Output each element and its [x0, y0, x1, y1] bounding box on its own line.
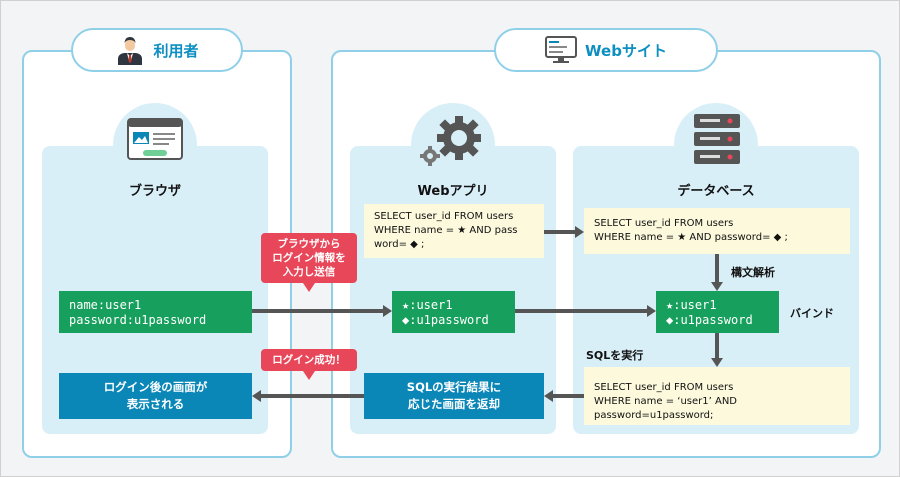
user-area-title: 利用者 [153, 41, 199, 60]
send-credentials-bubble: ブラウザから ログイン情報を 入力し送信 [261, 233, 357, 283]
arrow-webapp-to-database [515, 309, 648, 313]
webapp-return: SQLの実行結果に 応じた画面を返却 [364, 373, 544, 419]
browser-credentials: name:user1 password:u1password [59, 291, 252, 333]
diamond-param: ◆:u1password [402, 313, 489, 327]
arrow-head [575, 226, 584, 238]
star-param: ★:user1 [402, 298, 453, 312]
login-success-bubble: ログイン成功！ [261, 349, 357, 371]
sql-line: SELECT user_id FROM users [594, 218, 734, 229]
bubble-line: ログイン情報を [272, 252, 346, 264]
sql-line: WHERE name = ★ AND password= ◆ ; [594, 232, 788, 243]
arrow-execute [715, 333, 719, 359]
businessman-icon [118, 37, 143, 65]
arrow-head [711, 282, 723, 291]
database-params: ★:user1 ◆:u1password [656, 291, 779, 333]
database-title: データベース [677, 184, 755, 199]
return-line: SQLの実行結果に [406, 380, 502, 394]
browser-window-icon [127, 118, 183, 160]
result-line: ログイン後の画面が [103, 380, 208, 394]
browser-result: ログイン後の画面が 表示される [59, 373, 252, 419]
website-pill: Webサイト [494, 28, 718, 72]
database-sql-template: SELECT user_id FROM users WHERE name = ★… [584, 208, 850, 254]
arrow-parse [715, 254, 719, 283]
webapp-params: ★:user1 ◆:u1password [392, 291, 515, 333]
return-line: 応じた画面を返却 [408, 397, 500, 411]
parse-label: 構文解析 [731, 266, 775, 279]
result-line: 表示される [126, 397, 185, 411]
sql-line: SELECT user_id FROM users [374, 211, 514, 222]
sql-line: WHERE name = ★ AND pass [374, 225, 518, 236]
arrow-head [647, 305, 656, 317]
password-value: password:u1password [69, 313, 207, 327]
arrow-head [383, 305, 392, 317]
bubble-line: 入力し送信 [282, 266, 336, 278]
arrow-head [544, 390, 553, 402]
sql-line: SELECT user_id FROM users [594, 382, 734, 393]
sql-line: WHERE name = ‘user1’ AND password=u1pass… [594, 396, 737, 421]
arrow-head [711, 358, 723, 367]
webapp-sql-template: SELECT user_id FROM users WHERE name = ★… [364, 204, 544, 258]
arrow-webapp-to-browser [261, 394, 364, 398]
bubble-line: ログイン成功！ [272, 354, 346, 366]
user-pill: 利用者 [71, 28, 243, 72]
arrow-browser-to-webapp [252, 309, 384, 313]
gears-icon [420, 116, 481, 166]
arrow-head [252, 390, 261, 402]
bubble-tail [303, 283, 315, 292]
arrow-sql-to-database [544, 230, 576, 234]
diamond-param: ◆:u1password [666, 313, 753, 327]
website-area-title: Webサイト [585, 41, 667, 60]
bubble-line: ブラウザから [277, 238, 341, 250]
monitor-icon [545, 36, 578, 63]
server-rack-icon [694, 114, 740, 164]
bind-label: バインド [790, 307, 834, 320]
star-param: ★:user1 [666, 298, 717, 312]
arrow-database-to-webapp [552, 394, 584, 398]
webapp-title: Webアプリ [417, 184, 489, 199]
browser-title: ブラウザ [128, 184, 181, 199]
name-value: name:user1 [69, 298, 142, 312]
bubble-tail [303, 371, 315, 380]
database-sql-bound: SELECT user_id FROM users WHERE name = ‘… [584, 367, 850, 425]
execute-label: SQLを実行 [586, 349, 644, 362]
sql-line: word= ◆ ; [374, 239, 425, 250]
